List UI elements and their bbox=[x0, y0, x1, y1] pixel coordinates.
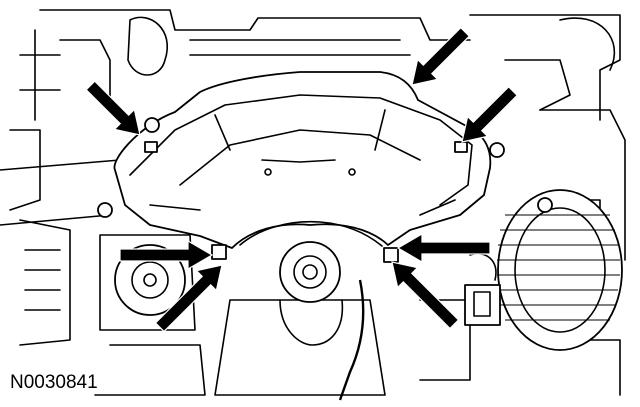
fastener-top-left bbox=[144, 141, 158, 153]
heat-shield bbox=[113, 71, 492, 249]
callout-arrow-1 bbox=[85, 80, 141, 136]
callout-arrows bbox=[85, 26, 519, 333]
engine-background bbox=[0, 9, 626, 396]
left-pulley bbox=[114, 244, 186, 316]
callout-arrow-3 bbox=[461, 85, 519, 143]
fastener-lower-left bbox=[211, 244, 227, 260]
center-boss bbox=[279, 241, 344, 346]
callout-arrow-2 bbox=[411, 26, 471, 86]
reference-number: N0030841 bbox=[10, 372, 98, 393]
callout-arrow-6 bbox=[396, 232, 491, 264]
alternator bbox=[464, 189, 623, 351]
fastener-lower-right bbox=[383, 247, 399, 263]
callout-arrow-5 bbox=[154, 264, 223, 333]
wiring-harness bbox=[338, 253, 497, 401]
callout-arrow-4 bbox=[119, 239, 214, 271]
callout-arrow-7 bbox=[391, 261, 460, 330]
shield-fasteners bbox=[97, 117, 553, 263]
fastener-top-right bbox=[454, 141, 468, 153]
